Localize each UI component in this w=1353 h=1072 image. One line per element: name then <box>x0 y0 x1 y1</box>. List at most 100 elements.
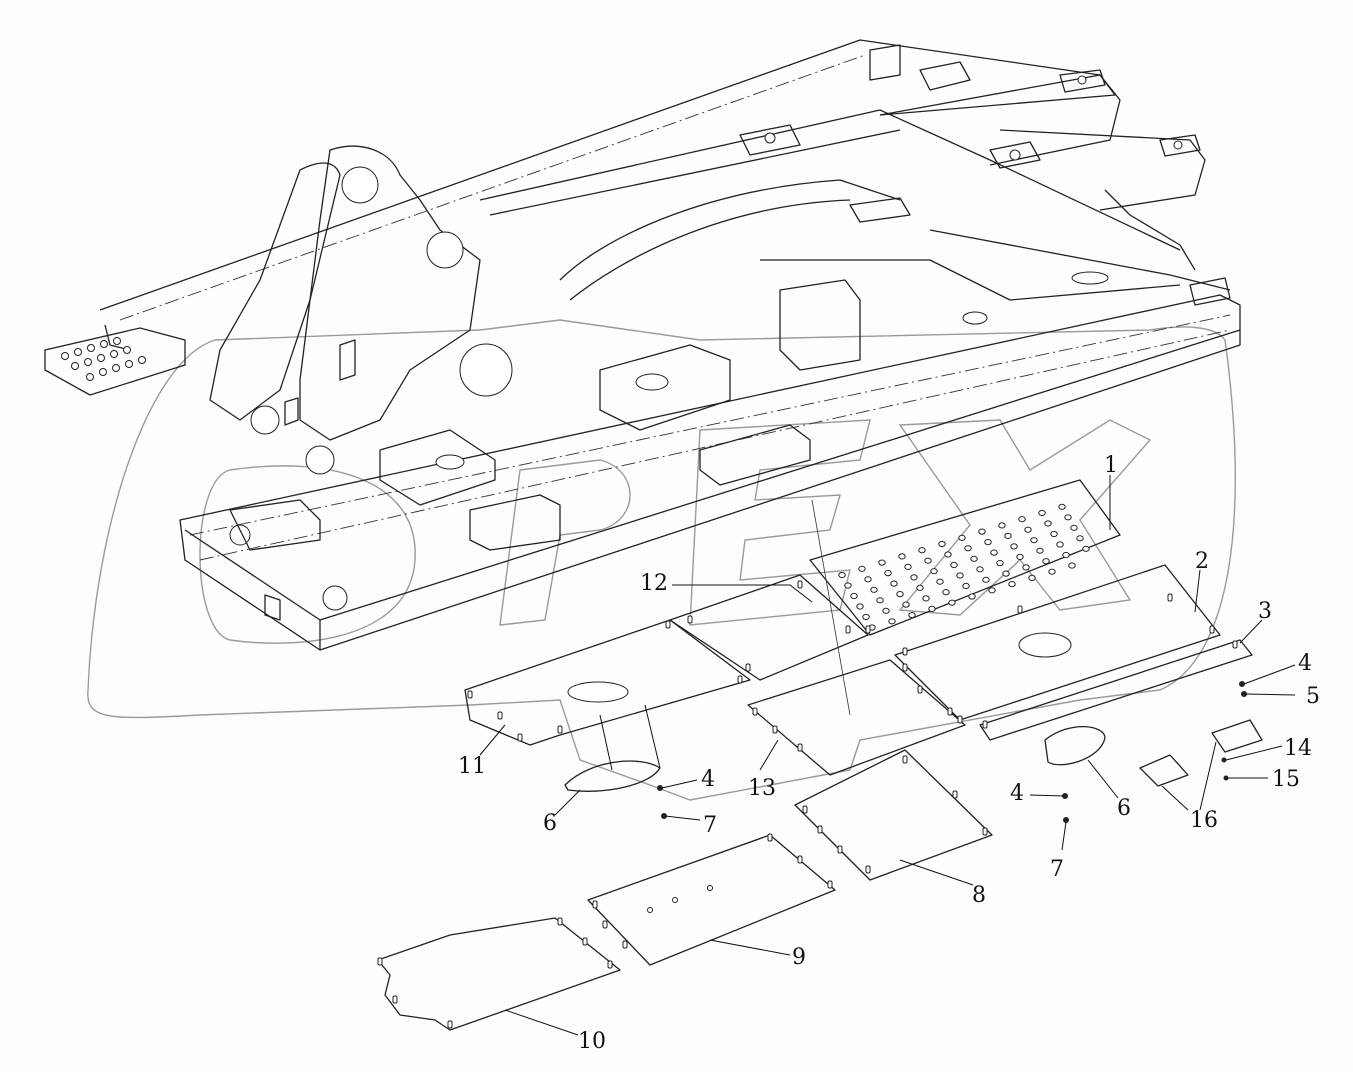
perforation-hole <box>856 603 864 610</box>
perforation-hole <box>910 574 918 581</box>
panel-stud <box>952 790 958 799</box>
callout-11: 11 <box>458 754 486 779</box>
part-8-cover-plate <box>794 749 993 881</box>
perforation-hole <box>1064 514 1072 521</box>
panel-stud <box>947 707 953 716</box>
perforation-hole <box>1048 568 1056 575</box>
perforation-hole <box>1016 553 1024 561</box>
perforation-hole <box>898 553 906 560</box>
perforation-hole <box>876 597 884 604</box>
panel-stud <box>752 707 758 716</box>
callout-1: 1 <box>1104 453 1118 478</box>
perforation-hole <box>988 587 996 594</box>
perforation-hole <box>948 599 956 606</box>
perforation-hole <box>924 557 932 564</box>
perforation-hole <box>1082 545 1090 552</box>
part-6-cover-right <box>1044 726 1106 766</box>
part-10-cover-plate <box>377 917 621 1031</box>
perforation-hole <box>1050 530 1058 538</box>
panel-stud <box>817 825 823 834</box>
perforation-hole <box>850 592 858 600</box>
panel-stud <box>797 743 803 752</box>
panel-stud <box>797 580 803 589</box>
panel-stud <box>902 663 908 672</box>
perforation-hole <box>1028 574 1036 582</box>
callout-15: 15 <box>1272 767 1300 792</box>
panel-stud <box>497 711 503 720</box>
callout-7: 7 <box>1050 857 1064 882</box>
perforation-hole <box>990 549 998 556</box>
perforation-hole <box>930 568 938 575</box>
panel-stud <box>865 625 871 634</box>
callout-4: 4 <box>701 767 715 792</box>
panel-stud <box>467 690 473 699</box>
panel-stud <box>917 685 923 694</box>
perforation-hole <box>908 612 916 619</box>
perforation-hole <box>918 547 926 554</box>
panel-stud <box>902 647 908 656</box>
perforation-hole <box>938 540 946 548</box>
perforation-hole <box>1062 551 1070 559</box>
part-9-cover-plate <box>587 834 836 966</box>
perforation-hole <box>936 578 944 585</box>
callout-8: 8 <box>972 883 986 908</box>
panel-stud <box>517 733 523 742</box>
perforation-hole <box>1044 520 1052 527</box>
panel-stud <box>772 725 778 734</box>
perforation-hole <box>962 582 970 590</box>
perforation-hole <box>1022 564 1030 571</box>
perforation-hole <box>1008 581 1016 588</box>
perforation-hole <box>1070 524 1078 531</box>
perforation-hole <box>978 528 986 535</box>
callout-labels: 1 2 3 4 5 11 12 6 4 7 13 4 6 7 8 16 14 1… <box>458 453 1320 1054</box>
perforation-hole <box>884 570 892 577</box>
perforation-hole <box>844 582 852 589</box>
panel-stud <box>582 937 588 946</box>
callout-16: 16 <box>1190 808 1218 833</box>
callout-6: 6 <box>1117 796 1131 821</box>
callout-9: 9 <box>792 945 806 970</box>
perforation-hole <box>1042 558 1050 565</box>
perforation-hole <box>896 591 904 598</box>
callout-6: 6 <box>543 811 557 836</box>
panel-stud <box>1232 640 1238 649</box>
panel-stud <box>377 957 383 966</box>
panel-stud <box>1209 625 1215 634</box>
leader-lines <box>479 475 1296 1036</box>
callout-10: 10 <box>578 1029 606 1054</box>
callout-4: 4 <box>1010 781 1024 806</box>
callout-14: 14 <box>1284 736 1312 761</box>
part-11-cover-plate <box>464 619 751 746</box>
panel-stud <box>392 995 398 1004</box>
panel-stud <box>802 805 808 814</box>
panel-stud <box>602 920 608 929</box>
perforation-hole <box>956 572 964 579</box>
perforation-hole <box>838 571 846 579</box>
part-3-strip <box>979 639 1253 741</box>
perforation-hole <box>888 618 896 625</box>
callout-12: 12 <box>640 571 668 596</box>
part-6-cover-left <box>564 760 661 792</box>
part-13-cover-plate <box>747 659 966 776</box>
watermark-outline <box>87 319 1236 801</box>
perforation-hole <box>870 586 878 593</box>
perforation-hole <box>970 555 978 562</box>
panel-stud <box>827 880 833 889</box>
perforation-hole <box>1018 516 1026 523</box>
panel-stud <box>865 865 871 874</box>
perforation-hole <box>922 595 930 602</box>
perforation-hole <box>942 589 950 596</box>
perforation-hole <box>964 545 972 552</box>
panel-stud <box>797 855 803 864</box>
perforation-hole <box>878 559 886 566</box>
panel-stud <box>557 917 563 926</box>
perforation-hole <box>904 563 912 571</box>
perforation-hole <box>1002 570 1010 577</box>
main-frame <box>44 39 1241 651</box>
callout-13: 13 <box>748 776 776 801</box>
panel-stud <box>957 715 963 724</box>
perforation-hole <box>1030 537 1038 544</box>
perforation-hole <box>1024 526 1032 533</box>
panel-stud <box>767 833 773 842</box>
